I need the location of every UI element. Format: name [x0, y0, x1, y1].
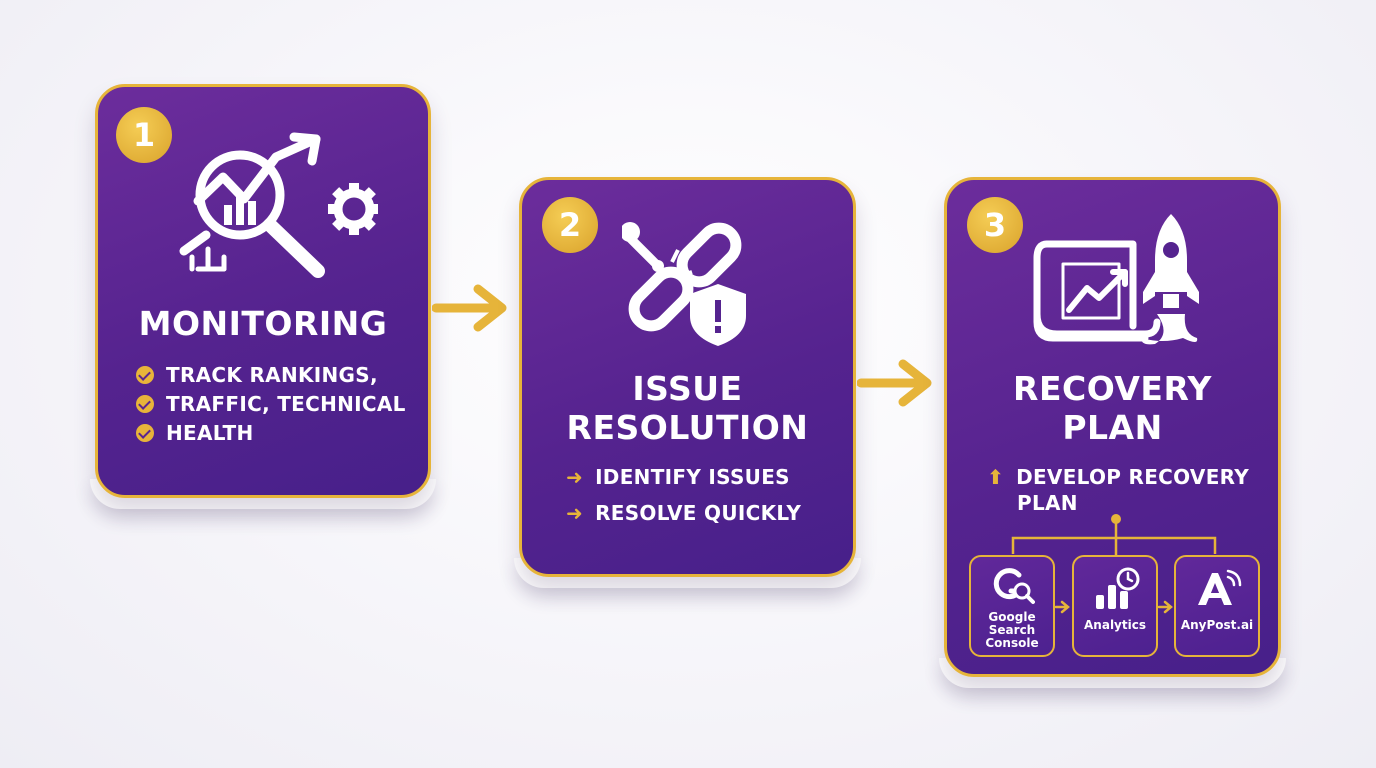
arrow-up-icon: ⬆: [987, 465, 1005, 489]
step-title: MONITORING: [138, 304, 388, 343]
tool-connector-lines: [1011, 514, 1217, 558]
arrow-right-icon: ➜: [566, 501, 584, 525]
small-arrow-right-icon: [1158, 600, 1173, 614]
bullet-item: TRAFFIC, TECHNICAL: [136, 392, 406, 416]
bullet-item: ⬆DEVELOP RECOVERY: [987, 465, 1250, 489]
bullet-item: HEALTH: [136, 421, 254, 445]
step-card-recovery-plan: 3 RECOVERY PLAN ⬆DEVELOP RECOVERY PLAN: [939, 177, 1286, 688]
step-title-line: RECOVERY: [1013, 369, 1212, 408]
step-title-line: RESOLUTION: [566, 408, 809, 447]
check-icon: [136, 366, 154, 384]
arrow-right-icon: ➜: [566, 465, 584, 489]
small-arrow-right-icon: [1055, 600, 1070, 614]
monitoring-analytics-icon: [179, 132, 378, 278]
bullet-item: TRACK RANKINGS,: [136, 363, 378, 387]
bullet-item: ➜IDENTIFY ISSUES: [566, 465, 790, 489]
tool-card-anypost: AnyPost.ai: [1174, 555, 1260, 657]
bullet-item: PLAN: [1017, 491, 1078, 515]
analytics-chart-icon: [1096, 567, 1140, 609]
tool-card-google-search-console: Google Search Console: [969, 555, 1055, 657]
broken-link-wrench-icon: [622, 222, 746, 346]
anypost-logo-icon: [1198, 569, 1242, 605]
step-title-line: ISSUE: [632, 369, 743, 408]
check-icon: [136, 395, 154, 413]
tool-label: Analytics: [1084, 618, 1146, 632]
flow-arrow-icon: [432, 284, 507, 332]
step-card-issue-resolution: 2 ISSUE RESOLUTION ➜IDENTIFY ISSUES ➜RES…: [514, 177, 861, 588]
bullet-item: ➜RESOLVE QUICKLY: [566, 501, 802, 525]
check-icon: [136, 424, 154, 442]
step-card-monitoring: 1: [90, 84, 436, 509]
tool-label-line: Console: [985, 636, 1039, 650]
google-search-console-icon: [993, 568, 1035, 604]
step-number-badge: 1: [116, 107, 172, 163]
tool-card-analytics: Analytics: [1072, 555, 1158, 657]
step-number-badge: 3: [967, 197, 1023, 253]
roadmap-rocket-icon: [1033, 214, 1199, 345]
step-number-badge: 2: [542, 197, 598, 253]
tool-label-line: Search: [988, 623, 1036, 637]
tool-label-line: Google: [988, 610, 1036, 624]
flow-arrow-icon: [857, 359, 932, 407]
tool-label: AnyPost.ai: [1180, 618, 1254, 632]
step-title-line: PLAN: [1062, 408, 1163, 447]
